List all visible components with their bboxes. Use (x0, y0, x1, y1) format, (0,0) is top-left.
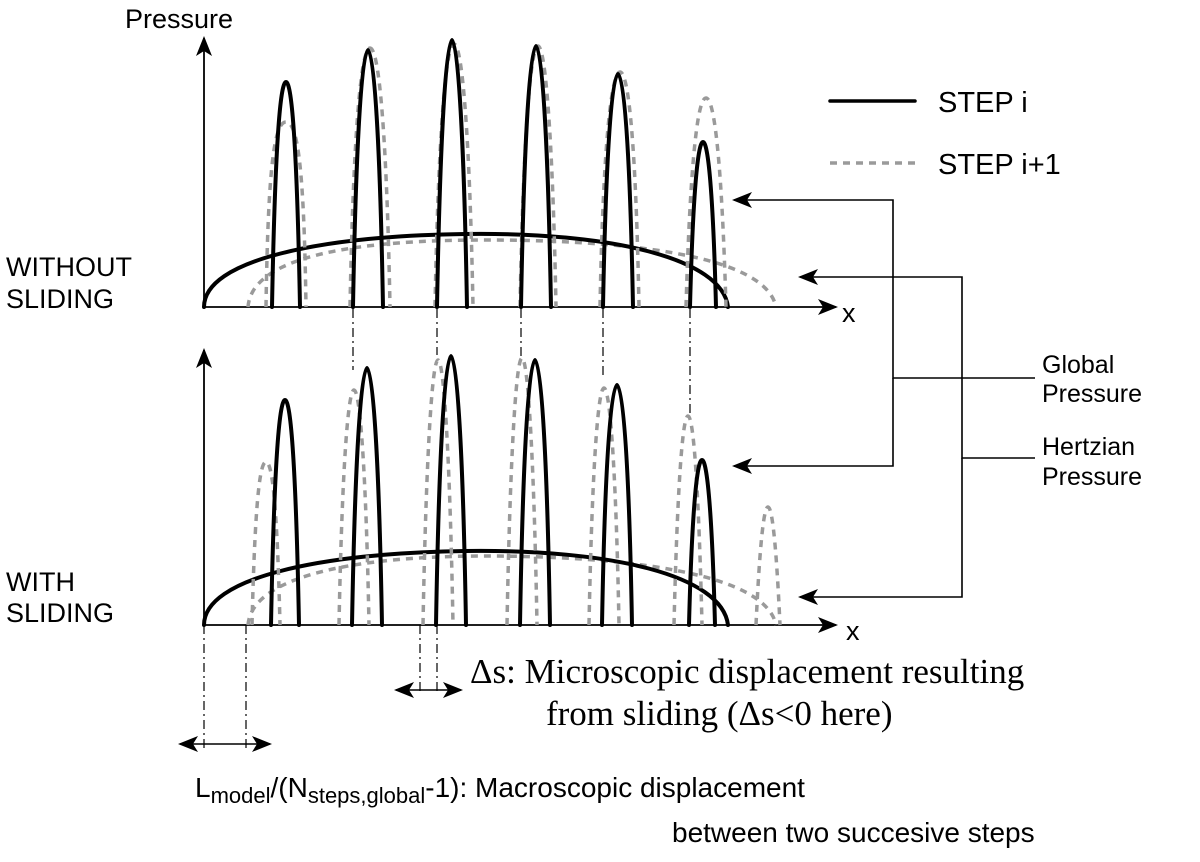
row-label-without-sliding: SLIDING (6, 284, 114, 314)
bottom-hertzian-peak-i-5 (600, 383, 634, 627)
bottom-hertzian-peak-i-4 (518, 358, 552, 627)
top-hertzian-peak-i-5 (601, 72, 635, 309)
legend-step-i1: STEP i+1 (938, 149, 1061, 181)
bottom-global-pressure-step-i1 (246, 554, 778, 626)
top-global-pressure-step-i1 (246, 238, 778, 308)
bottom-hertzian-peak-i-6 (687, 458, 717, 627)
top-hertzian-peak-i1-5 (598, 70, 641, 308)
label-global-pressure-line2: Pressure (1042, 380, 1142, 408)
bottom-hertzian-peak-i-3 (434, 354, 468, 627)
bottom-x-axis-label: x (846, 616, 860, 646)
bottom-hertzian-peak-i1-7 (754, 505, 782, 626)
bottom-hertzian-peak-i1-2 (337, 388, 371, 626)
bottom-hertzian-peak-i1-3 (421, 358, 455, 626)
row-label-without: WITHOUT (6, 252, 132, 282)
legend: STEP i STEP i+1 (828, 87, 1061, 181)
legend-step-i: STEP i (938, 87, 1028, 119)
y-axis-label: Pressure (125, 4, 233, 34)
top-hertzian-peak-i1-1 (264, 120, 308, 308)
bottom-hertzian-peak-i-1 (269, 398, 301, 627)
delta-s-annotation-line1: Δs: Microscopic displacement resulting (470, 652, 1024, 691)
l-model-annotation-line2: between two succesive steps (672, 817, 1035, 848)
top-hertzian-peak-i-2 (351, 48, 385, 309)
bottom-hertzian-peak-i1-5 (587, 386, 621, 626)
l-model-annotation-line1: Lmodel/(Nsteps,global-1): Macroscopic di… (195, 772, 805, 808)
row-label-with: WITH (6, 567, 75, 597)
label-hertzian-pressure-line2: Pressure (1042, 463, 1142, 491)
top-panel: x WITHOUT SLIDING (6, 36, 856, 328)
label-hertzian-pressure-line1: Hertzian (1042, 433, 1135, 461)
delta-s-annotation-line2: from sliding (Δs<0 here) (546, 694, 892, 733)
alignment-lines (203, 309, 691, 748)
leader-lines (732, 192, 1035, 605)
top-hertzian-peak-i1-6 (684, 96, 728, 308)
top-hertzian-peak-i-3 (435, 38, 469, 309)
bottom-hertzian-peak-i1-1 (250, 460, 282, 626)
top-x-axis-label: x (842, 298, 856, 328)
top-hertzian-peak-i-4 (519, 44, 553, 309)
bottom-hertzian-peak-i1-4 (505, 356, 539, 626)
bottom-hertzian-peak-i-2 (350, 366, 384, 627)
bottom-panel: x WITH SLIDING (6, 348, 860, 646)
top-hertzian-peak-i1-2 (348, 46, 392, 308)
top-hertzian-peak-i-6 (688, 140, 718, 309)
label-global-pressure-line1: Global (1042, 351, 1114, 379)
top-hertzian-peak-i-1 (270, 80, 302, 309)
bottom-hertzian-peak-i1-6 (672, 414, 704, 626)
row-label-with-sliding: SLIDING (6, 598, 114, 628)
